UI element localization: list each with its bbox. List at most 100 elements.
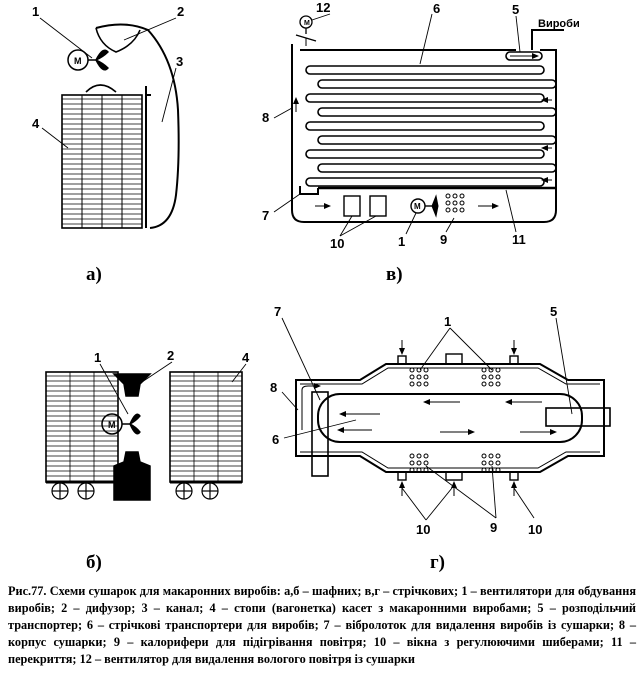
heater-tube xyxy=(409,367,415,373)
stack-right-b xyxy=(169,371,243,483)
fan-a xyxy=(95,49,109,71)
motor-label-v12: M xyxy=(304,20,310,27)
diagram-b xyxy=(45,361,247,501)
label-g-6: 6 xyxy=(272,432,279,447)
belt xyxy=(305,121,545,131)
housing-v xyxy=(291,44,557,223)
belt xyxy=(317,135,557,145)
heater-tube xyxy=(423,460,429,466)
diagram-v xyxy=(273,13,564,237)
label-v-9: 9 xyxy=(440,232,447,247)
conveyor-5 xyxy=(505,51,543,61)
heater-tube xyxy=(481,453,487,459)
heater-tube xyxy=(488,460,494,466)
label-v-11: 11 xyxy=(512,232,526,247)
heater-tube xyxy=(423,374,429,380)
heater-tube xyxy=(495,453,501,459)
diffuser-b-bottom xyxy=(113,451,151,501)
heater-tube xyxy=(481,367,487,373)
heater-tube xyxy=(416,460,422,466)
motor-label-b: M xyxy=(108,420,116,430)
heater-tube xyxy=(416,381,422,387)
heater-tube xyxy=(495,367,501,373)
motor-label-a: M xyxy=(74,56,82,66)
heater-tube xyxy=(459,207,465,213)
conveyor-g xyxy=(317,393,583,443)
conveyor-5-g xyxy=(545,407,611,427)
heater-tube xyxy=(481,460,487,466)
cassette-stack-a xyxy=(61,94,143,229)
heater-tube xyxy=(409,460,415,466)
housing-a xyxy=(95,23,180,229)
subtitle-v: в) xyxy=(386,264,403,285)
label-g-8: 8 xyxy=(270,380,277,395)
label-v-6: 6 xyxy=(433,1,440,16)
heater-tube xyxy=(459,200,465,206)
label-a-1: 1 xyxy=(32,4,39,19)
heater-tube xyxy=(423,453,429,459)
belt xyxy=(305,177,545,187)
label-v-10: 10 xyxy=(330,236,344,251)
heater-tube xyxy=(488,467,494,473)
belt xyxy=(305,65,545,75)
heater-tube xyxy=(416,367,422,373)
label-v-5: 5 xyxy=(512,2,519,17)
heater-tube xyxy=(495,460,501,466)
window-10-a xyxy=(343,195,361,217)
heater-tube xyxy=(452,200,458,206)
heater-tube xyxy=(481,381,487,387)
heater-tube xyxy=(445,193,451,199)
label-g-9: 9 xyxy=(490,520,497,535)
heater-tube xyxy=(481,467,487,473)
label-v-8: 8 xyxy=(262,110,269,125)
heater-tube xyxy=(459,193,465,199)
label-b-1: 1 xyxy=(94,350,101,365)
diffuser-a xyxy=(95,27,141,53)
label-v-7: 7 xyxy=(262,208,269,223)
label-v-12: 12 xyxy=(316,0,330,15)
label-g-7: 7 xyxy=(274,304,281,319)
heater-tube xyxy=(488,374,494,380)
housing-g xyxy=(295,363,605,473)
heater-tube xyxy=(416,467,422,473)
belt xyxy=(317,107,557,117)
belt xyxy=(305,149,545,159)
heater-tube xyxy=(423,367,429,373)
diffuser-b-top xyxy=(112,373,152,397)
heater-tube xyxy=(423,467,429,473)
belt xyxy=(317,163,557,173)
vibro-chute-v xyxy=(299,186,319,195)
diagram-g xyxy=(281,317,611,521)
products-label: Вироби xyxy=(538,18,580,30)
heater-tube xyxy=(409,453,415,459)
heater-tube xyxy=(423,381,429,387)
heater-tube xyxy=(488,453,494,459)
subtitle-b: б) xyxy=(86,552,102,573)
label-g-1: 1 xyxy=(444,314,451,329)
label-a-3: 3 xyxy=(176,54,183,69)
heater-tube xyxy=(495,381,501,387)
label-b-4: 4 xyxy=(242,350,250,365)
subtitle-g: г) xyxy=(430,552,445,573)
label-g-10a: 10 xyxy=(416,522,430,537)
heater-tube xyxy=(445,207,451,213)
label-b-2: 2 xyxy=(167,348,174,363)
figure-caption: Рис.77. Схеми сушарок для макаронних вир… xyxy=(8,584,636,666)
diagram-a xyxy=(39,17,180,229)
belt xyxy=(305,93,545,103)
heater-tube xyxy=(445,200,451,206)
label-a-4: 4 xyxy=(32,116,40,131)
label-g-10b: 10 xyxy=(528,522,542,537)
heater-tube xyxy=(409,374,415,380)
heater-tube xyxy=(452,193,458,199)
heater-tube xyxy=(481,374,487,380)
heater-tube xyxy=(488,367,494,373)
label-g-5: 5 xyxy=(550,304,557,319)
label-v-1: 1 xyxy=(398,234,405,249)
heater-tube xyxy=(488,381,494,387)
subtitle-a: а) xyxy=(86,264,102,285)
heater-tube xyxy=(409,467,415,473)
heater-tube xyxy=(452,207,458,213)
heater-tube xyxy=(495,467,501,473)
